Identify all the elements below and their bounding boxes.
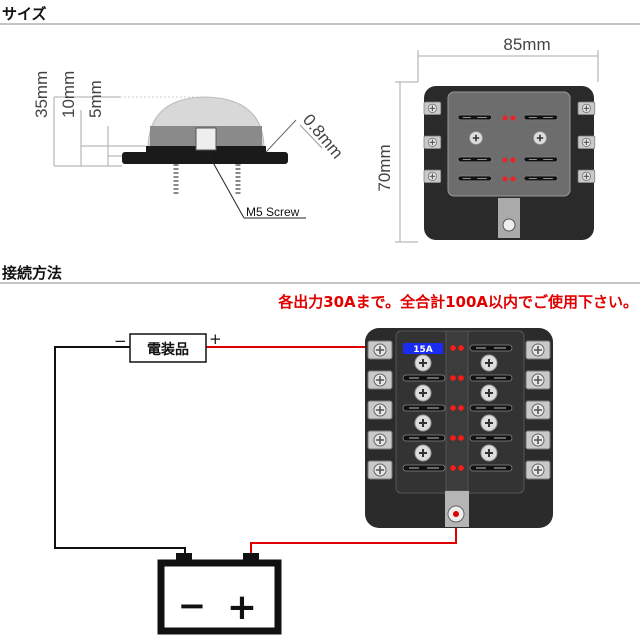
side-view-drawing <box>53 96 323 219</box>
width-label: 85mm <box>503 35 550 54</box>
wiring-section-title: 接続方法 <box>2 264 62 282</box>
battery-plus-sign: + <box>227 587 257 628</box>
fuse-box-top-view <box>423 86 596 240</box>
load-device-box <box>129 333 207 363</box>
depth-label: 70mm <box>375 144 394 191</box>
load-device-label: 電装品 <box>147 341 189 358</box>
fuse-rating-label: 15A <box>413 345 433 355</box>
height-base-label: 5mm <box>86 80 105 118</box>
thickness-label: 0.8mm <box>299 110 347 162</box>
size-section-title: サイズ <box>2 5 47 23</box>
current-limit-note: 各出力30Aまで。全合計100A以内でご使用下さい。 <box>277 293 638 311</box>
battery-minus-sign: − <box>178 586 207 626</box>
battery-icon <box>157 553 282 635</box>
black-negative-wire <box>54 346 186 556</box>
height-cover-label: 10mm <box>59 71 78 118</box>
height-total-label: 35mm <box>32 71 51 118</box>
red-battery-wire <box>250 514 457 556</box>
load-minus-sign: − <box>114 332 127 350</box>
fuse-box-internals <box>367 340 551 480</box>
fuse-box <box>365 328 553 528</box>
load-plus-sign: + <box>209 330 222 348</box>
screw-label: M5 Screw <box>246 205 300 219</box>
